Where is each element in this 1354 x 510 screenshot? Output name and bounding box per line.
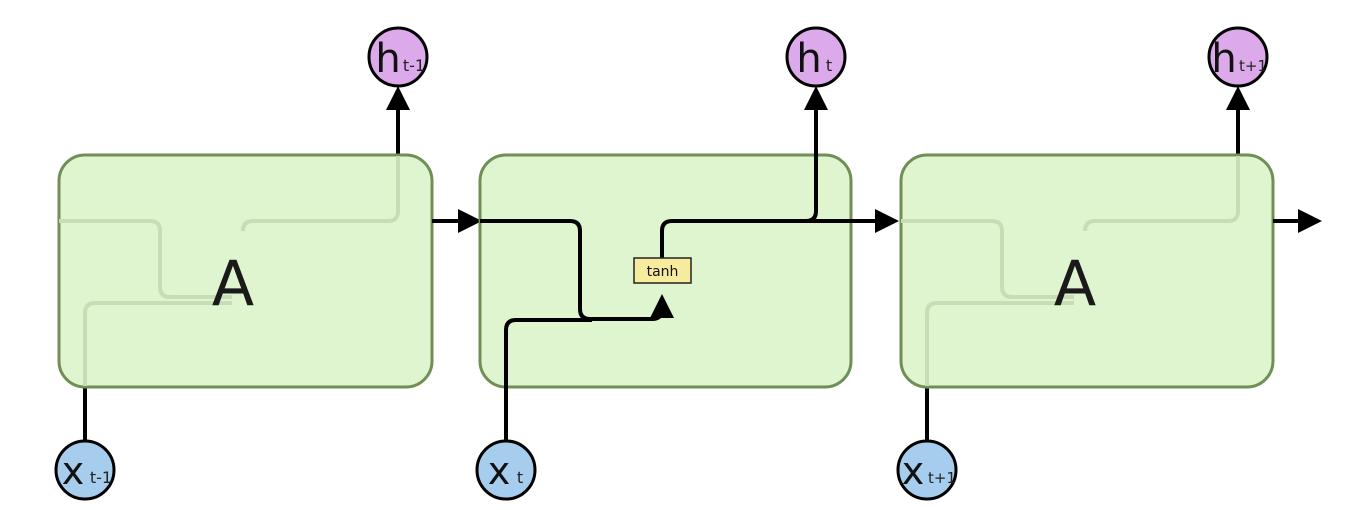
cell-2-paths — [480, 86, 899, 442]
rnn-cell-1: A — [57, 86, 434, 440]
hidden-paths-3 — [901, 156, 1240, 386]
svg-text:t-1: t-1 — [90, 468, 112, 487]
output-node-h-t-1: h t-1 — [367, 26, 429, 88]
output-node-h-t: h t — [785, 26, 847, 88]
input-node-x-t: x t — [475, 439, 537, 501]
svg-text:h: h — [375, 36, 400, 82]
svg-text:t+1: t+1 — [1239, 57, 1267, 75]
output-node-h-t+1: h t+1 — [1207, 26, 1269, 88]
svg-text:t+1: t+1 — [928, 469, 956, 487]
rnn-cell-2: tanh — [478, 86, 899, 442]
svg-text:h: h — [1211, 36, 1236, 82]
cell-box-3 — [899, 153, 1275, 389]
tanh-activation: tanh — [633, 257, 692, 284]
svg-text:t-1: t-1 — [403, 56, 425, 75]
svg-text:t: t — [826, 56, 832, 75]
hidden-paths-1 — [59, 156, 400, 386]
tanh-label: tanh — [647, 264, 679, 280]
svg-text:h: h — [796, 36, 821, 82]
input-node-x-t+1: x t+1 — [896, 439, 958, 501]
rnn-cell-3: A — [899, 86, 1275, 440]
svg-text:x: x — [902, 449, 925, 493]
svg-text:t: t — [517, 468, 523, 487]
cell-box-1 — [57, 153, 434, 389]
cell-label-1: A — [212, 247, 254, 320]
input-node-x-t-1: x t-1 — [54, 439, 116, 501]
svg-text:x: x — [62, 449, 85, 493]
svg-text:x: x — [488, 449, 511, 493]
cell-label-3: A — [1054, 247, 1096, 320]
